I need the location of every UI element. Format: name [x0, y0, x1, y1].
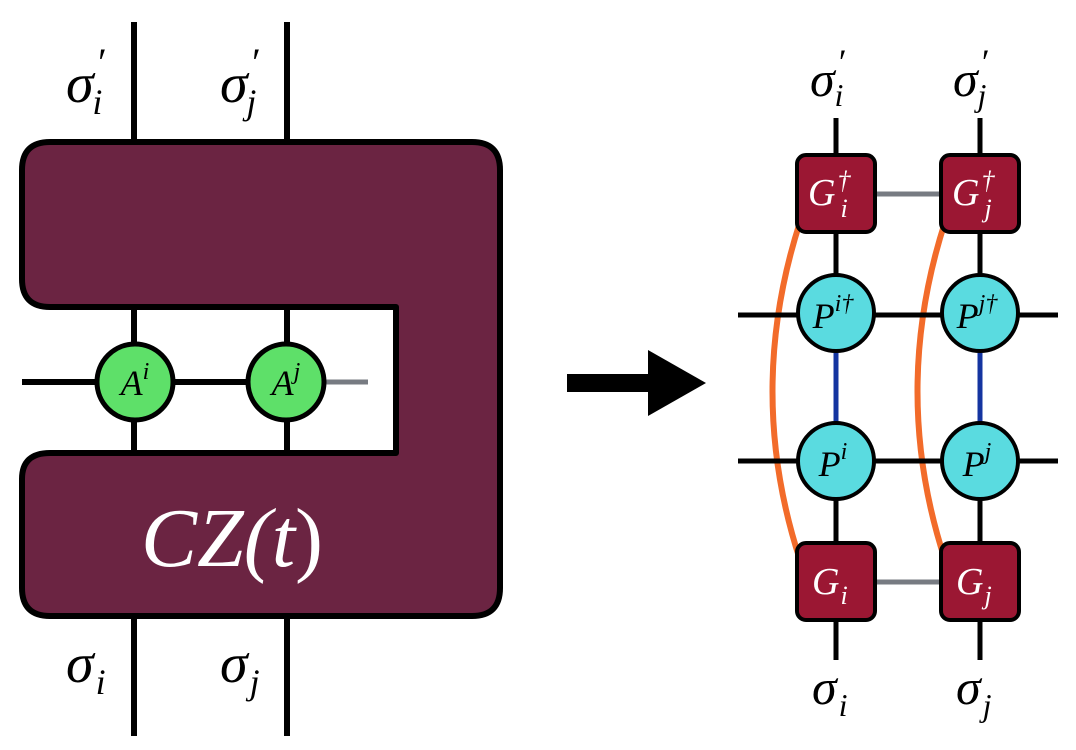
- node-p-dagger-i-label: Pi†: [812, 291, 855, 336]
- node-p-i-circle: [796, 421, 876, 501]
- node-g-i: Gi: [795, 541, 877, 622]
- arrow-head: [648, 350, 706, 416]
- right-top-label-i: σ′i: [810, 42, 846, 113]
- node-g-dagger-j: G†j: [939, 153, 1021, 234]
- right-arrow-icon: [567, 350, 706, 416]
- left-panel: Ai Aj CZ(t) σ′i σ′j σi σj: [19, 22, 503, 736]
- node-p-dagger-j: Pj†: [940, 273, 1020, 353]
- node-g-j: Gj: [939, 541, 1021, 622]
- node-a-j-label: Aj: [270, 359, 301, 403]
- node-a-i-label: Ai: [119, 359, 150, 403]
- node-a-i-circle: [94, 341, 176, 423]
- node-p-i: Pi: [796, 421, 876, 501]
- node-p-i-label: Pi: [818, 439, 848, 484]
- node-g-j-box: [939, 541, 1021, 622]
- orange-arc-i: [769, 221, 803, 561]
- node-g-dagger-i-box: [795, 153, 877, 234]
- left-bottom-label-j: σj: [220, 633, 260, 702]
- right-top-label-j: σ′j: [953, 42, 989, 113]
- node-p-dagger-j-label: Pj†: [956, 291, 999, 336]
- node-g-i-label: Gi: [812, 561, 848, 610]
- node-a-j: Aj: [245, 341, 327, 423]
- node-p-j: Pj: [940, 421, 1020, 501]
- node-p-dagger-i-circle: [796, 273, 876, 353]
- node-g-dagger-j-label: G†j: [952, 166, 995, 223]
- node-p-j-label: Pj: [962, 439, 992, 484]
- node-g-j-label: Gj: [956, 561, 992, 610]
- node-p-j-circle: [940, 421, 1020, 501]
- left-top-label-i: σ′i: [66, 40, 106, 122]
- node-g-dagger-i: G†i: [795, 153, 877, 234]
- node-g-dagger-j-box: [939, 153, 1021, 234]
- left-top-label-j: σ′j: [220, 40, 260, 122]
- left-bottom-label-i: σi: [66, 633, 106, 702]
- node-a-i: Ai: [94, 341, 176, 423]
- right-panel: G†i G†j Pi† Pj† Pi Pj Gi: [738, 42, 1058, 723]
- node-p-dagger-j-circle: [940, 273, 1020, 353]
- node-p-dagger-i: Pi†: [796, 273, 876, 353]
- right-bottom-label-j: σj: [956, 659, 992, 723]
- node-g-dagger-i-label: G†i: [808, 166, 851, 223]
- right-bottom-label-i: σi: [812, 659, 848, 723]
- cz-gate-label: CZ(t): [141, 492, 323, 585]
- arrow-shaft: [567, 374, 657, 392]
- node-a-j-circle: [245, 341, 327, 423]
- orange-arc-j: [914, 221, 948, 561]
- cz-gate-block: [19, 139, 503, 619]
- node-g-i-box: [795, 541, 877, 622]
